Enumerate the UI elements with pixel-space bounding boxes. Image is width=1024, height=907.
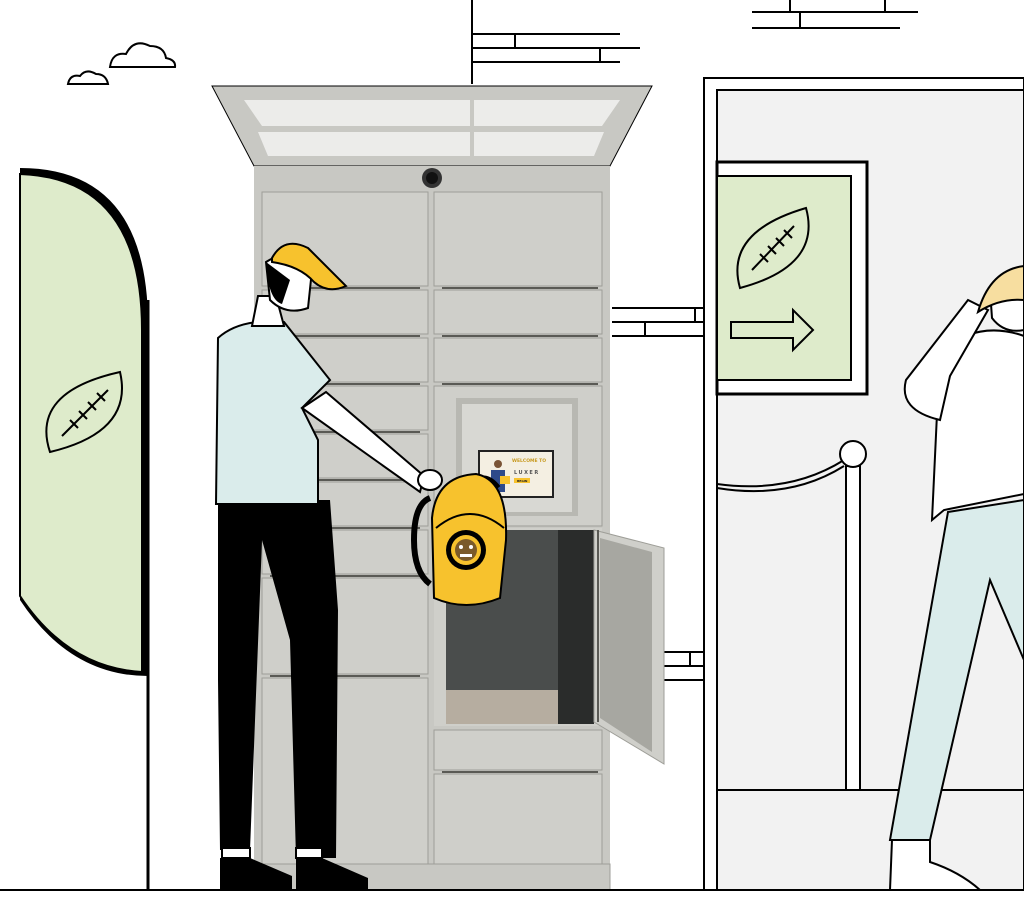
arrow-right-icon <box>730 307 815 353</box>
cap-icon <box>976 264 1024 315</box>
football-icon <box>736 206 810 290</box>
screen-begin-button[interactable] <box>514 478 530 483</box>
football-icon <box>45 370 123 454</box>
locker-canopy <box>211 85 653 167</box>
shoe-icon <box>220 847 368 890</box>
bulldog-logo-icon <box>446 530 486 570</box>
screen-welcome-text: WELCOME TO <box>512 458 546 464</box>
open-locker-compartment[interactable] <box>434 528 602 726</box>
camera-dome-icon <box>422 168 442 188</box>
wall-sign <box>715 160 869 396</box>
backpack[interactable] <box>410 472 508 606</box>
screen-brand-text: LUXER <box>514 470 540 476</box>
cap-icon <box>271 242 348 291</box>
person-walking-right <box>888 264 1024 891</box>
brick-lines-top <box>471 0 918 84</box>
screen-begin-label: BEGIN <box>517 479 528 483</box>
cloud-icon <box>66 42 177 85</box>
person-with-backpack <box>214 242 443 890</box>
open-locker-door[interactable] <box>593 529 665 765</box>
banner-flag <box>19 168 150 890</box>
rope-stanchion <box>716 440 867 791</box>
brick-lines-middle <box>612 307 704 681</box>
